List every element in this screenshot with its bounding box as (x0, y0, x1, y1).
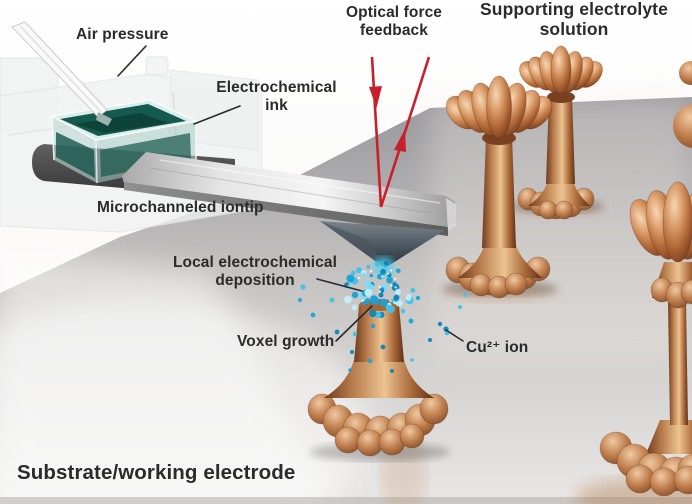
label-microchanneled-iontip: Microchanneled iontip (97, 199, 264, 216)
air-pressure-tube (11, 21, 112, 126)
air-pressure-leader (117, 45, 147, 77)
label-air-pressure: Air pressure (76, 26, 169, 43)
label-cu-ion: Cu²⁺ ion (466, 339, 529, 356)
copper-pillar-back-left (442, 75, 558, 299)
voxel-leader (335, 305, 373, 342)
incident-laser-beam (370, 56, 383, 208)
copper-pillar-right-edge (599, 61, 692, 497)
ion-particle-cloud (298, 260, 467, 373)
label-local-deposition: Local electrochemical deposition (172, 254, 338, 289)
ink-leader (193, 105, 241, 125)
up-arrowhead (394, 129, 406, 152)
cantilever (122, 152, 456, 236)
laser-beams (369, 56, 431, 208)
label-voxel-growth: Voxel growth (237, 333, 335, 350)
down-arrowhead (369, 86, 382, 108)
label-electrochemical-ink: Electrochemical ink (216, 79, 337, 114)
label-substrate: Substrate/working electrode (17, 461, 296, 484)
deposition-leader (316, 278, 363, 292)
cu-ion-leader (445, 329, 464, 342)
label-supporting-electrolyte: Supporting electrolyte solution (480, 0, 668, 39)
leader-lines (117, 45, 464, 342)
copper-pillar-back-right (512, 45, 604, 220)
label-optical-force-feedback: Optical force feedback (345, 4, 443, 39)
